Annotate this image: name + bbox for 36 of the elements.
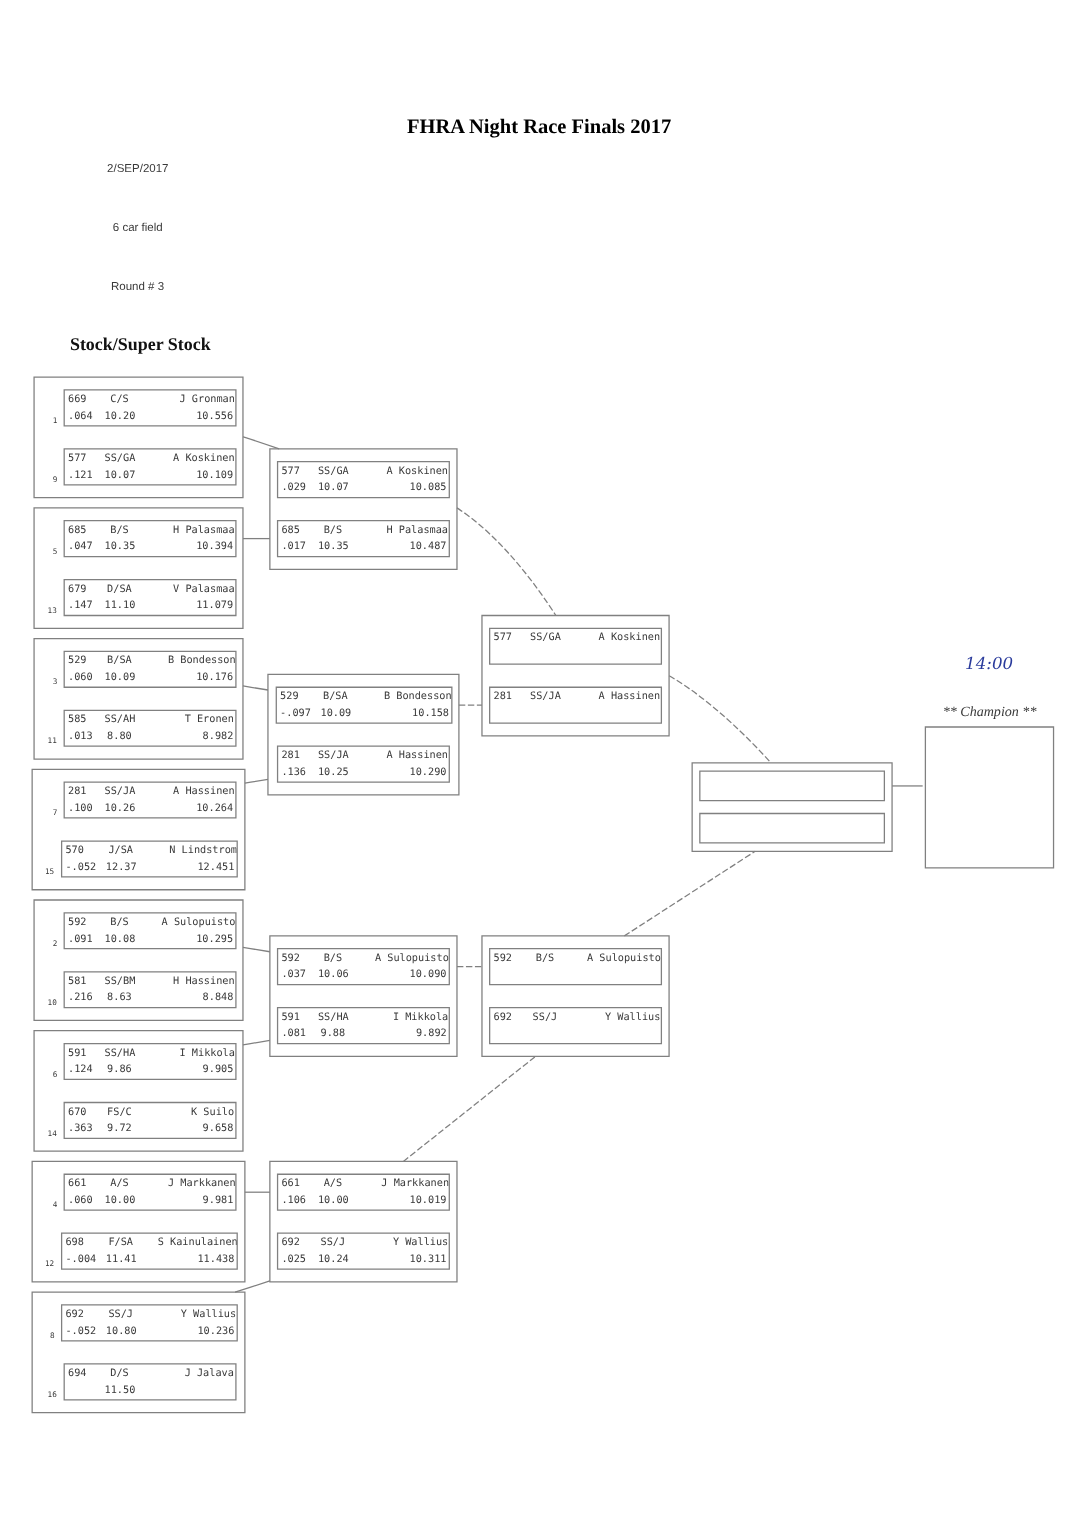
connector — [242, 685, 269, 691]
cluster — [481, 614, 670, 737]
cluster — [267, 673, 460, 796]
connector — [242, 1039, 271, 1046]
cluster — [269, 448, 458, 570]
label: 14:00 — [965, 652, 1014, 673]
connector — [458, 704, 483, 706]
cluster — [33, 637, 244, 760]
connector — [456, 507, 557, 617]
node-box — [924, 726, 1055, 869]
cluster — [269, 935, 458, 1057]
cluster — [691, 762, 893, 852]
connector — [456, 966, 483, 968]
connector — [242, 436, 280, 450]
connector — [402, 1055, 537, 1163]
cluster — [481, 935, 670, 1057]
connector — [244, 778, 269, 784]
node-box — [699, 770, 885, 802]
connector — [623, 850, 756, 937]
connector — [242, 946, 271, 953]
cluster — [31, 1160, 246, 1283]
cluster — [269, 1160, 458, 1283]
node-box — [699, 812, 885, 844]
cluster — [31, 768, 246, 891]
connector — [242, 537, 271, 540]
connector — [668, 675, 772, 764]
label: Stock/Super Stock — [69, 333, 211, 354]
cluster — [31, 1291, 246, 1414]
cluster — [33, 507, 244, 629]
cluster — [33, 376, 244, 499]
connector — [234, 1280, 271, 1293]
connector — [244, 1191, 271, 1193]
diagram-title: FHRA Night Race Finals 2017 — [407, 117, 672, 140]
cluster — [33, 1030, 244, 1152]
connector — [891, 785, 924, 787]
cluster — [33, 899, 244, 1022]
